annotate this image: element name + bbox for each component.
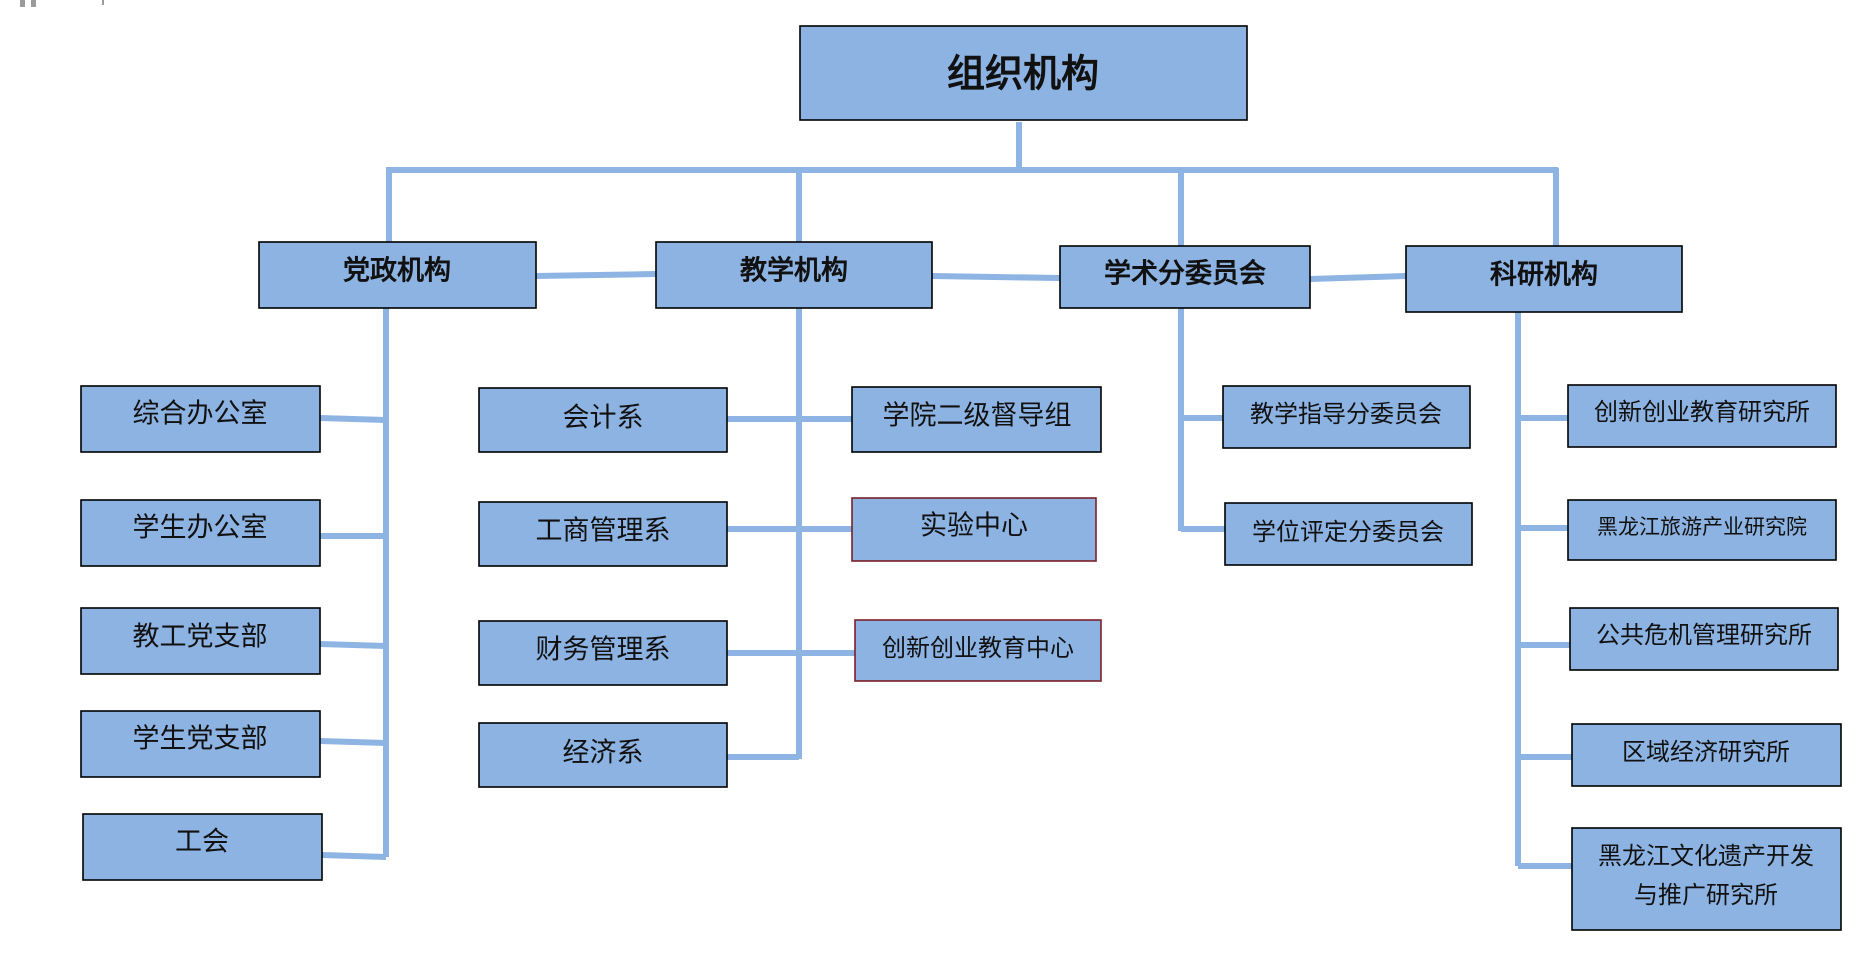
node-keyan-item: 区域经济研究所	[1571, 723, 1842, 787]
node-keyan-item: 黑龙江文化遗产开发 与推广研究所	[1571, 827, 1842, 931]
node-jiaoxue-dept-label: 工商管理系	[536, 516, 671, 547]
connector-lines	[319, 122, 1572, 869]
node-jiaoxue-unit: 创新创业教育中心	[854, 619, 1102, 682]
node-xueshu-item: 教学指导分委员会	[1222, 385, 1471, 449]
node-jiaoxue-dept-label: 经济系	[563, 738, 644, 769]
node-dangzheng-item-label: 学生党支部	[133, 724, 268, 755]
node-jiaoxue-dept: 工商管理系	[478, 501, 728, 567]
node-xueshu-item-label: 学位评定分委员会	[1252, 518, 1444, 546]
node-jiaoxue-dept: 会计系	[478, 387, 728, 453]
node-jiaoxue-dept-label: 会计系	[563, 403, 644, 434]
node-jiaoxue-unit-label: 实验中心	[920, 511, 1028, 542]
node-jiaoxue-unit-label: 学院二级督导组	[883, 401, 1072, 432]
node-dangzheng-item-label: 工会	[175, 827, 229, 858]
node-dangzheng-item-label: 教工党支部	[133, 622, 268, 653]
node-dangzheng-item: 学生办公室	[80, 499, 321, 567]
node-xueshu-item-label: 教学指导分委员会	[1250, 400, 1442, 428]
node-jiaoxue-dept: 经济系	[478, 722, 728, 788]
node-dangzheng-item: 学生党支部	[80, 710, 321, 778]
node-jiaoxue-dept-label: 财务管理系	[536, 635, 671, 666]
node-jiaoxue-unit: 学院二级督导组	[851, 386, 1102, 453]
node-dangzheng-item-label: 学生办公室	[133, 513, 268, 544]
node-jiaoxue-label: 教学机构	[740, 255, 848, 287]
node-keyan-item-label: 黑龙江旅游产业研究院	[1597, 515, 1807, 539]
node-jiaoxue-dept: 财务管理系	[478, 620, 728, 686]
node-keyan-label: 科研机构	[1490, 260, 1598, 291]
node-keyan-item-label: 公共危机管理研究所	[1596, 621, 1812, 649]
node-jiaoxue-unit: 实验中心	[851, 497, 1097, 562]
node-keyan-item: 黑龙江旅游产业研究院	[1567, 499, 1837, 561]
node-dangzheng-item: 工会	[82, 813, 323, 881]
node-dangzheng-item-label: 综合办公室	[133, 399, 268, 430]
node-root-label: 组织机构	[947, 51, 1099, 96]
corner-marks	[20, 0, 104, 7]
node-root: 组织机构	[799, 25, 1248, 121]
node-keyan-item: 创新创业教育研究所	[1567, 384, 1837, 448]
node-xueshu-label: 学术分委员会	[1104, 258, 1266, 290]
node-jiaoxue-unit-label: 创新创业教育中心	[882, 634, 1074, 662]
node-keyan-item-label: 区域经济研究所	[1622, 738, 1790, 766]
node-dangzheng-label: 党政机构	[343, 256, 451, 287]
node-keyan-item-label: 黑龙江文化遗产开发	[1598, 842, 1814, 870]
node-xueshu-item: 学位评定分委员会	[1224, 502, 1473, 566]
node-xueshu: 学术分委员会	[1059, 245, 1311, 309]
node-dangzheng-item: 综合办公室	[80, 385, 321, 453]
node-keyan-item: 公共危机管理研究所	[1569, 607, 1839, 671]
node-keyan-item-label-line2: 与推广研究所	[1634, 881, 1778, 909]
node-keyan-item-label: 创新创业教育研究所	[1594, 398, 1810, 426]
node-dangzheng: 党政机构	[258, 241, 537, 309]
node-keyan: 科研机构	[1405, 245, 1683, 313]
node-dangzheng-item: 教工党支部	[80, 607, 321, 675]
node-jiaoxue: 教学机构	[655, 241, 933, 309]
